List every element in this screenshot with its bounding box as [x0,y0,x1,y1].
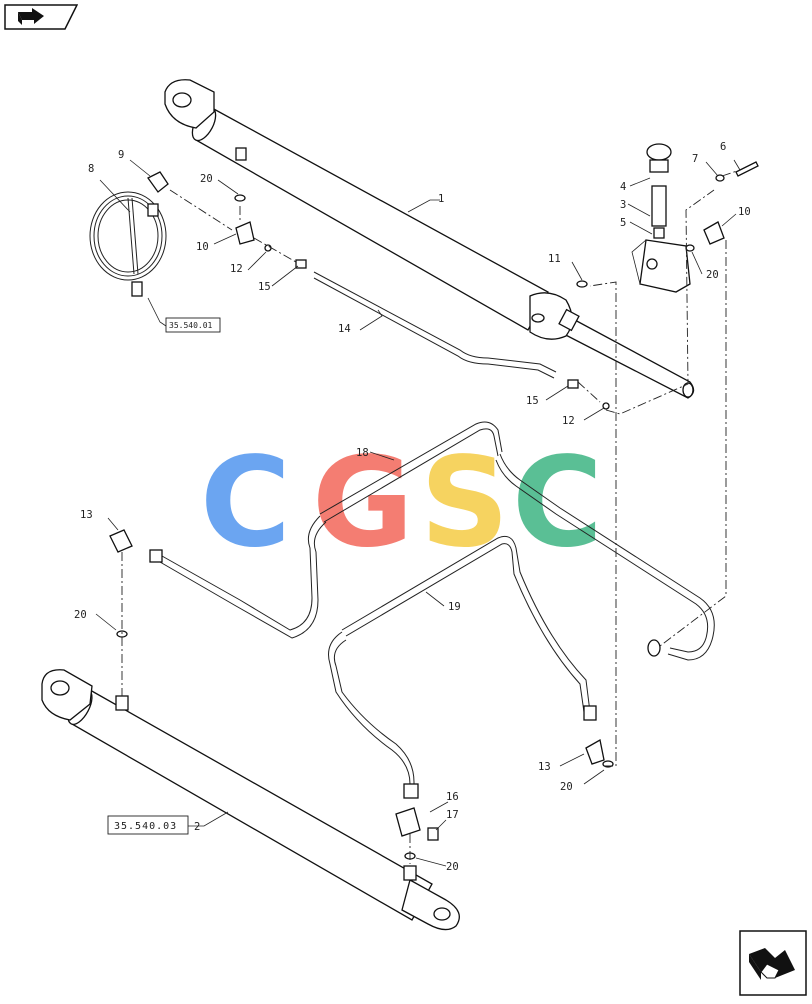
tube-19 [328,535,597,799]
callout-13-right: 13 [538,761,551,773]
reference-box-hose[interactable]: 35.540.01 [165,317,221,333]
watermark: C G S C [200,431,603,575]
callouts: 1 2 3 4 5 6 7 8 9 10 10 11 12 12 13 13 1… [74,141,751,873]
watermark-letter-c2: C [512,431,603,575]
callout-19: 19 [448,601,461,613]
callout-20-d: 20 [560,781,573,793]
reference-cylinder-label[interactable]: 35.540.03 [114,821,177,832]
watermark-letter-g: G [312,431,414,575]
callout-20-a: 20 [200,173,213,185]
fittings [109,161,759,860]
callout-15-upper: 15 [258,281,271,293]
washer-12-lower [602,402,610,410]
next-page-button[interactable] [739,930,807,996]
callout-10-right: 10 [738,206,751,218]
callout-16: 16 [446,791,459,803]
callout-3: 3 [620,199,626,211]
pipe-14 [313,271,557,379]
fitting-10-left [235,221,255,245]
callout-12-upper: 12 [230,263,243,275]
fitting-13-right [585,738,605,765]
watermark-letter-c1: C [200,431,291,575]
oring-11 [576,280,588,288]
callout-7: 7 [692,153,698,165]
valve-block [631,143,691,293]
callout-6: 6 [720,141,726,153]
callout-20-e: 20 [706,269,719,281]
centerlines [121,169,741,864]
callout-4: 4 [620,181,626,193]
reference-hose-label[interactable]: 35.540.01 [169,321,213,330]
fitting-16 [395,807,421,837]
callout-18: 18 [356,447,369,459]
callout-5: 5 [620,217,626,229]
fitting-15-upper [295,259,307,269]
washer-12-upper [264,244,272,252]
callout-8: 8 [88,163,94,175]
callout-10-left: 10 [196,241,209,253]
callout-14: 14 [338,323,351,335]
oring-20-d [602,760,614,768]
oring-20-e [685,244,695,252]
prev-page-button[interactable] [4,4,79,30]
leader-lines [95,159,741,867]
cylinder-upper [164,79,695,399]
callout-20-c: 20 [446,861,459,873]
cap-17 [427,827,439,841]
callout-11: 11 [548,253,561,265]
watermark-letter-s: S [420,431,509,575]
prev-page-arrow-icon [4,4,79,30]
fitting-15-lower [567,379,579,389]
fitting-9 [147,171,169,193]
callout-2: 2 [194,821,200,833]
callout-9: 9 [118,149,124,161]
callout-13-left: 13 [80,509,93,521]
oring-20-a [234,194,246,202]
tube-18 [149,421,715,661]
cylinder-lower [41,669,460,931]
callout-17: 17 [446,809,459,821]
callout-1: 1 [438,193,444,205]
next-page-arrow-icon [739,930,807,996]
washer-7 [715,174,725,182]
hose-8 [89,191,167,297]
bolt-6 [735,161,759,177]
fitting-13-left [109,529,133,553]
fitting-10-right [703,221,725,245]
reference-box-cylinder[interactable]: 35.540.03 [107,815,189,835]
callout-20-b: 20 [74,609,87,621]
callout-12-lower: 12 [562,415,575,427]
callout-15-lower: 15 [526,395,539,407]
